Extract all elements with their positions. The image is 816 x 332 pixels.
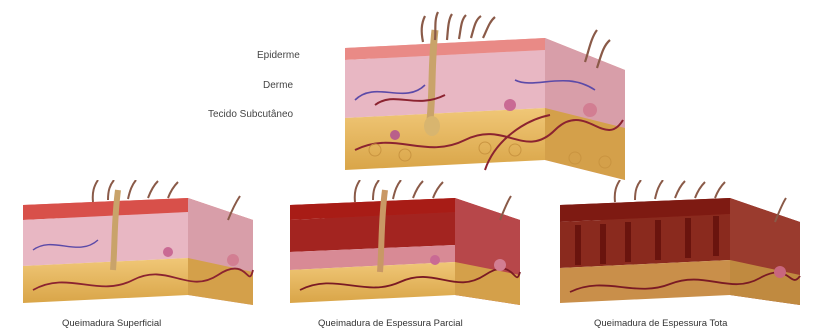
label-subcutaneous: Tecido Subcutâneo xyxy=(208,109,293,120)
caption-partial-burn: Queimadura de Espessura Parcial xyxy=(318,318,463,329)
caption-full-burn: Queimadura de Espessura Tota xyxy=(594,318,727,329)
skin-section-superficial-burn xyxy=(18,180,268,310)
skin-section-partial-burn xyxy=(285,180,535,310)
skin-cross-section-main xyxy=(335,10,635,185)
label-epidermis: Epiderme xyxy=(257,50,300,61)
label-dermis: Derme xyxy=(263,80,293,91)
caption-superficial-burn: Queimadura Superficial xyxy=(62,318,161,329)
skin-section-full-burn xyxy=(555,180,810,310)
